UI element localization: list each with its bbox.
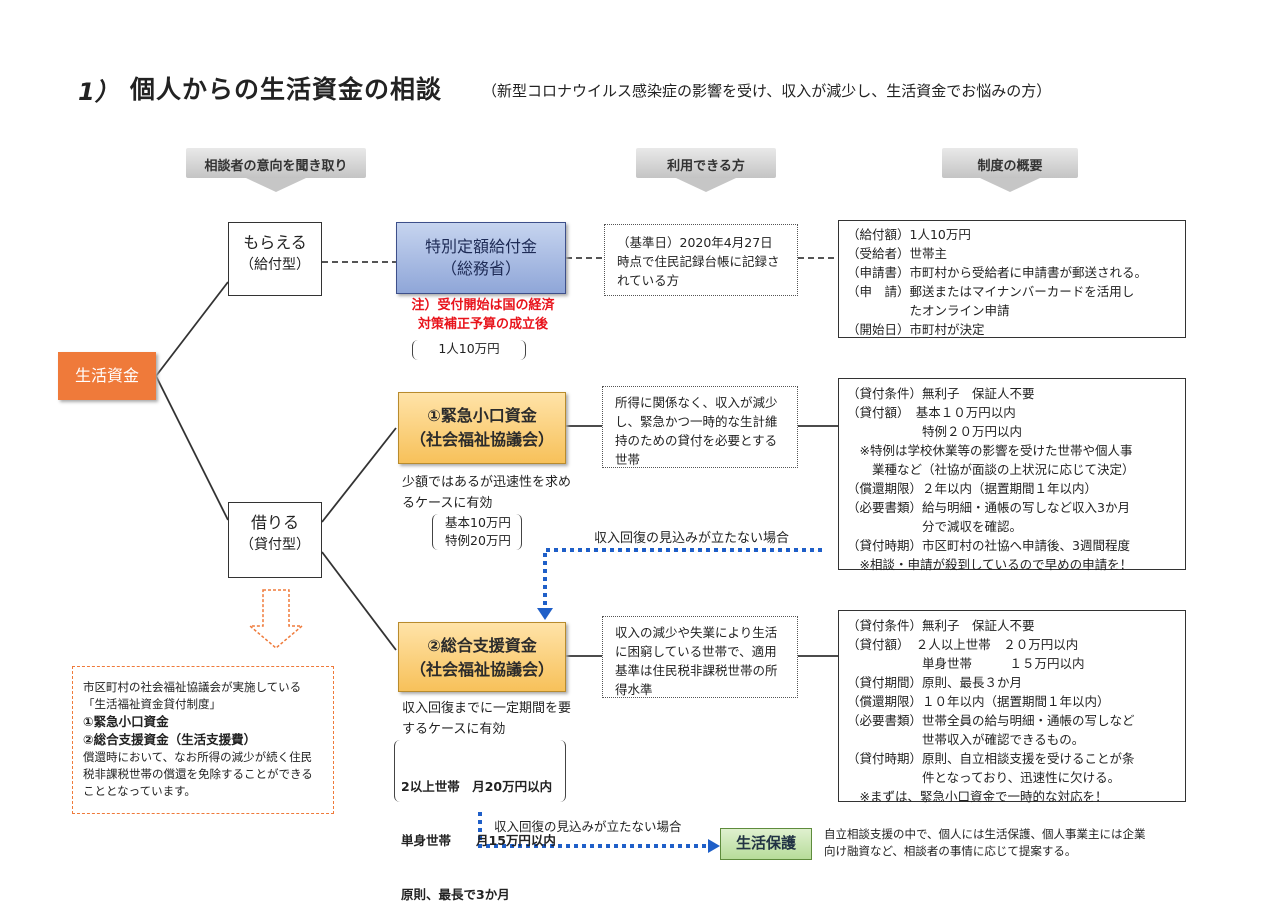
detail-line: たオンライン申請 (847, 303, 1010, 318)
public-assistance-desc: 自立相談支援の中で、個人には生活保護、個人事業主には企業 向け融資など、相談者の… (824, 827, 1146, 858)
grant-type-box: もらえる （給付型） (228, 222, 322, 296)
root-node-living-funds: 生活資金 (58, 352, 156, 400)
emergency-loan-eligible: 所得に関係なく、収入が減少し、緊急かつ一時的な生計維持のための貸付を必要とする世… (602, 386, 798, 468)
detail-line: 業種など（社協が面談の上状況に応じて決定） (847, 462, 1135, 477)
detail-line: 世帯収入が確認できるもの。 (847, 732, 1085, 747)
special-benefit-box: 特別定額給付金 （総務省） (396, 222, 566, 294)
detail-line: ※相談・申請が殺到しているので早めの申請を！ (847, 557, 1133, 572)
emergency-loan-amount: 基本10万円 特例20万円 (432, 514, 522, 550)
detail-line: （給付額）1人10万円 (847, 227, 971, 242)
detail-line: （必要書類）給与明細・通帳の写しなど収入3か月 (847, 500, 1130, 515)
loan-type-sub: （貸付型） (240, 537, 310, 553)
emergency-loan-details: （貸付条件）無利子 保証人不要 （貸付額） 基本１０万円以内 特例２０万円以内 … (838, 378, 1186, 572)
header-overview: 制度の概要 (942, 148, 1078, 192)
detail-line: （貸付期間）原則、最長３か月 (847, 675, 1023, 690)
detail-line: （貸付条件）無利子 保証人不要 (847, 618, 1035, 633)
title-number: 1） (78, 78, 119, 106)
page-title: 個人からの生活資金の相談 (130, 75, 443, 104)
comprehensive-loan-amount: 2以上世帯 月20万円以内 単身世帯 月15万円以内 原則、最長で3か月 (394, 740, 566, 902)
emergency-loan-desc: 少額ではあるが迅速性を求めるケースに有効 (402, 475, 572, 511)
loan-type-label: 借りる (250, 513, 299, 532)
detail-line: （必要書類）世帯全員の給与明細・通帳の写しなど (847, 713, 1135, 728)
header-eligible: 利用できる方 (636, 148, 776, 192)
detail-line: 特例２０万円以内 (847, 424, 1023, 439)
detail-line: （開始日）市町村が決定 (847, 322, 985, 337)
loan-type-box: 借りる （貸付型） (228, 502, 322, 578)
comprehensive-loan-desc: 収入回復までに一定期間を要するケースに有効 (402, 701, 572, 737)
page-subtitle: （新型コロナウイルス感染症の影響を受け、収入が減少し、生活資金でお悩みの方） (482, 82, 1052, 100)
detail-line: （受給者）世帯主 (847, 246, 948, 261)
detail-line: 単身世帯 １５万円以内 (847, 656, 1085, 671)
comprehensive-loan-details: （貸付条件）無利子 保証人不要 （貸付額） ２人以上世帯 ２０万円以内 単身世帯… (838, 610, 1186, 804)
detail-line: （申請書）市町村から受給者に申請書が郵送される。 (847, 265, 1148, 280)
detail-line: （貸付額） ２人以上世帯 ２０万円以内 (847, 637, 1079, 652)
emergency-loan-box: ①緊急小口資金 （社会福祉協議会） (398, 392, 566, 464)
emergency-loan-agency: （社会福祉協議会） (409, 430, 554, 449)
special-benefit-amount: 1人10万円 (412, 340, 526, 360)
detail-line: （申 請）郵送またはマイナンバーカードを活用し (847, 284, 1135, 299)
comprehensive-loan-agency: （社会福祉協議会） (409, 660, 554, 679)
detail-line: （償還期限）１０年以内（据置期間１年以内） (847, 694, 1110, 709)
detail-line: 分で減収を確認。 (847, 519, 1023, 534)
arrow-note-income-1: 収入回復の見込みが立たない場合 (594, 531, 790, 546)
header-intention: 相談者の意向を聞き取り (186, 148, 366, 192)
loan-system-note: 市区町村の社会福祉協議会が実施している 「生活福祉資金貸付制度」 ①緊急小口資金… (72, 666, 334, 814)
detail-line: 件となっており、迅速性に欠ける。 (847, 770, 1121, 785)
special-benefit-agency: （総務省） (440, 259, 521, 278)
emergency-loan-title: ①緊急小口資金 (427, 406, 537, 425)
detail-line: （償還期限）２年以内（据置期間１年以内） (847, 481, 1098, 496)
comprehensive-loan-box: ②総合支援資金 （社会福祉協議会） (398, 622, 566, 692)
grant-type-sub: （給付型） (240, 257, 310, 273)
detail-line: （貸付時期）市区町村の社協へ申請後、3週間程度 (847, 538, 1130, 553)
special-benefit-eligible: （基準日）2020年4月27日時点で住民記録台帳に記録されている方 (604, 224, 798, 296)
grant-type-label: もらえる (243, 233, 307, 252)
detail-line: ※特例は学校休業等の影響を受けた世帯や個人事 (847, 443, 1133, 458)
special-benefit-title: 特別定額給付金 (424, 237, 537, 256)
arrow-note-income-2: 収入回復の見込みが立たない場合 (494, 819, 682, 834)
connector-lines (155, 257, 838, 853)
detail-line: （貸付額） 基本１０万円以内 (847, 405, 1016, 420)
comprehensive-loan-title: ②総合支援資金 (427, 636, 537, 655)
special-benefit-note: 注）受付開始は国の経済 対策補正予算の成立後 (411, 298, 555, 332)
public-assistance-box: 生活保護 (720, 828, 812, 860)
detail-line: （貸付時期）原則、自立相談支援を受けることが条 (847, 751, 1135, 766)
special-benefit-details: （給付額）1人10万円 （受給者）世帯主 （申請書）市町村から受給者に申請書が郵… (838, 220, 1186, 338)
detail-line: （貸付条件）無利子 保証人不要 (847, 386, 1035, 401)
detail-line: ※まずは、緊急小口資金で一時的な対応を！ (847, 789, 1108, 804)
comprehensive-loan-eligible: 収入の減少や失業により生活に困窮している世帯で、適用基準は住民税非課税世帯の所得… (602, 616, 798, 698)
